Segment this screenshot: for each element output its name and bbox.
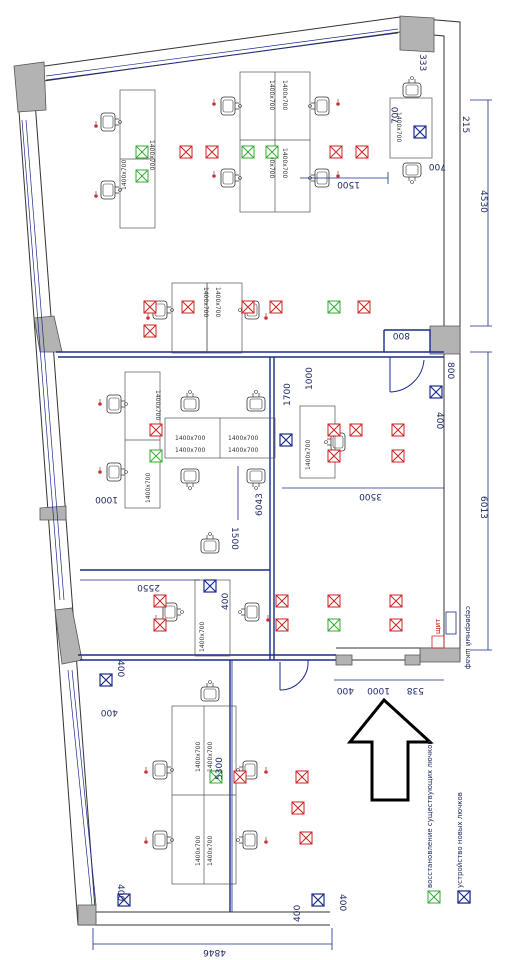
legend-new-label: устройство новых лючков — [456, 792, 464, 888]
desk-label: 1400x700 — [148, 140, 155, 170]
partitions — [56, 329, 444, 912]
dim-label: 1700 — [283, 383, 293, 406]
desk-label: 1400x700 — [395, 112, 402, 142]
dimension-lines — [80, 99, 492, 950]
dimension-labels: 333 700 215 700 1500 4530 800 800 400 17… — [95, 54, 488, 957]
dim-label: 800 — [393, 330, 410, 340]
desk-label: 1400x700 — [305, 440, 312, 470]
dim-label: 6043 — [255, 493, 265, 516]
dim-label: 1000 — [95, 494, 118, 504]
desk-label: 1400x700 — [121, 160, 128, 190]
desk-label: 1400x700 — [281, 80, 288, 110]
desk-label: 1400x700 — [175, 447, 205, 454]
windows — [21, 28, 399, 906]
dim-label: 400 — [101, 707, 118, 717]
desk-label: 1400x700 — [207, 742, 214, 772]
dim-label: 400 — [434, 412, 444, 429]
dim-label: 400 — [115, 884, 125, 901]
desk-label: 1400x700 — [202, 287, 209, 317]
dim-label: 400 — [293, 905, 303, 922]
dim-label: 215 — [460, 116, 470, 133]
floor-boxes-new-blue — [99, 125, 471, 907]
dim-label: 400 — [115, 660, 125, 677]
dim-label: 700 — [391, 107, 401, 124]
wall-blocks — [13, 15, 461, 926]
desk-label: 1400x700 — [195, 742, 202, 772]
desk-label: 1400x700 — [145, 473, 152, 503]
dim-label: 400 — [337, 894, 347, 911]
desk-label: 1400x700 — [268, 148, 275, 178]
desk-labels: 1400x700 1400x700 1400x700 1400x700 1400… — [121, 80, 402, 866]
dim-label: 538 — [407, 685, 424, 695]
desk-label: 1400x700 — [199, 622, 206, 652]
desk-label: 1400x700 — [154, 390, 161, 420]
dim-label: 4530 — [478, 190, 488, 213]
dim-label: 1500 — [337, 179, 360, 189]
legend: восстановление существующих лючков устро… — [426, 740, 471, 904]
desk-label: 1400x700 — [268, 80, 275, 110]
dim-label: 400 — [221, 593, 231, 610]
desk-label: 1400x700 — [281, 148, 288, 178]
dim-label: 6013 — [478, 496, 488, 519]
electrical-panel: щит — [431, 619, 445, 649]
dim-label: 1500 — [229, 527, 239, 550]
desk-label: 1400x700 — [207, 836, 214, 866]
desks — [119, 71, 433, 885]
panel-label: щит — [434, 619, 442, 634]
legend-restore-label: восстановление существующих лючков — [426, 740, 434, 888]
desk-label: 1400x700 — [214, 287, 221, 317]
desk-label: 1400x700 — [228, 435, 258, 442]
dim-label: 1000 — [367, 685, 390, 695]
server-label: серверный шкаф — [464, 606, 472, 669]
dim-label: 333 — [417, 54, 427, 71]
desk-label: 1400x700 — [195, 836, 202, 866]
desk-lamps — [93, 98, 341, 845]
dim-label: 700 — [429, 161, 446, 171]
desk-label: 1400x700 — [175, 435, 205, 442]
doors — [279, 357, 425, 691]
entrance-arrow — [346, 697, 434, 802]
dim-label: 3500 — [359, 491, 382, 501]
dim-label: 4846 — [203, 947, 226, 957]
server-cabinet: серверный шкаф — [445, 606, 472, 669]
dim-label: 400 — [337, 685, 354, 695]
dim-label: 5300 — [215, 757, 225, 780]
desk-label: 1400x700 — [228, 447, 258, 454]
dim-label: 1000 — [305, 367, 315, 390]
dim-label: 2550 — [137, 582, 160, 592]
dim-label: 800 — [445, 362, 455, 379]
